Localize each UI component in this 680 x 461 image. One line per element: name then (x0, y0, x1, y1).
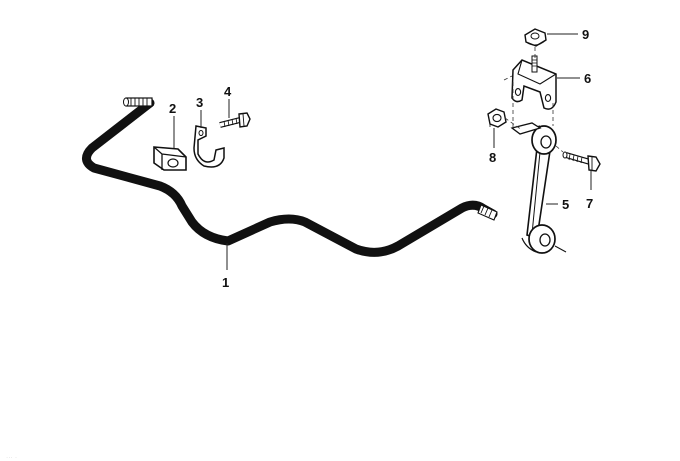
mounting-bracket (511, 55, 557, 110)
clamp-bracket (193, 125, 225, 168)
callout-1: 1 (222, 275, 229, 290)
bracket-bolt (219, 112, 251, 128)
callout-5: 5 (562, 197, 569, 212)
watermark: ... . (6, 451, 17, 460)
callout-2: 2 (169, 101, 176, 116)
assembly-lines (503, 47, 564, 153)
link-bolt (562, 151, 601, 172)
rubber-bushing (153, 146, 187, 171)
bar-left-thread (123, 97, 153, 107)
callout-8: 8 (489, 150, 496, 165)
stabilizer-bar (82, 97, 498, 257)
hex-nut (487, 108, 507, 128)
callout-7: 7 (586, 196, 593, 211)
callout-9: 9 (582, 27, 589, 42)
callouts: 1 2 3 4 5 6 7 8 9 (169, 27, 593, 290)
leader-lines (173, 33, 592, 270)
coupling-rod (510, 122, 567, 254)
callout-6: 6 (584, 71, 591, 86)
flange-nut (524, 28, 547, 47)
callout-4: 4 (224, 84, 232, 99)
callout-3: 3 (196, 95, 203, 110)
bar-right-thread (477, 204, 498, 221)
